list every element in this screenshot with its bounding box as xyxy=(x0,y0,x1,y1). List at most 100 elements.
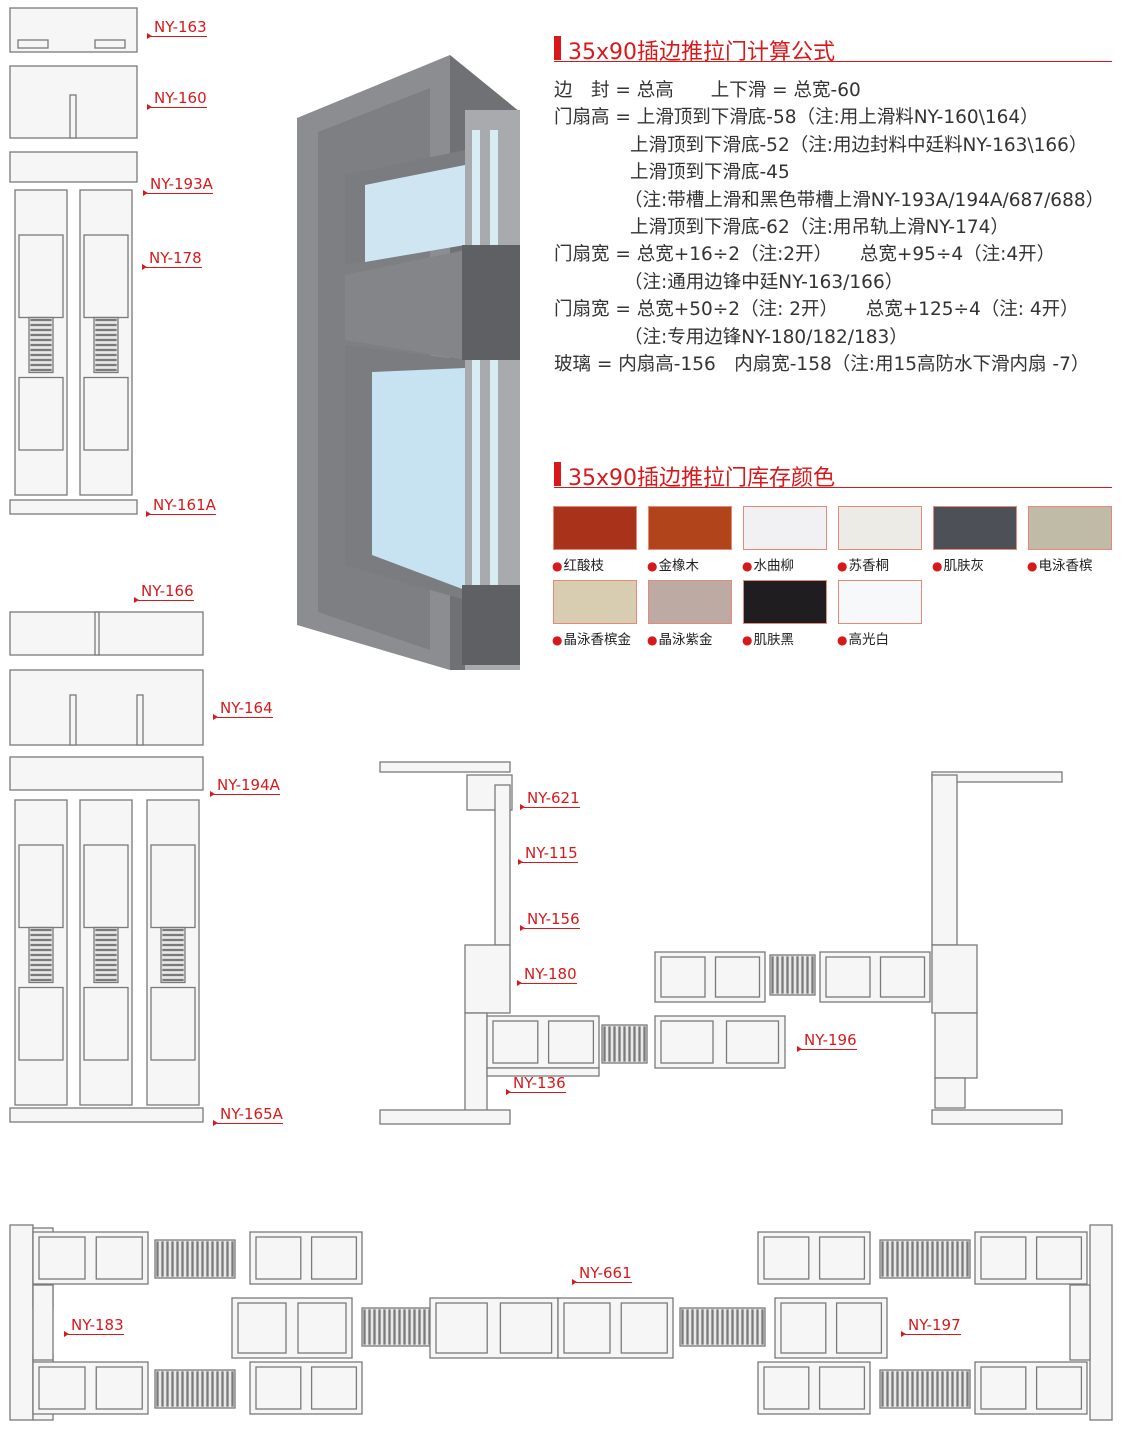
profile-section xyxy=(30,938,52,942)
profile-label: NY-194A xyxy=(210,777,280,797)
profile-section xyxy=(936,1371,939,1407)
profile-section xyxy=(30,933,52,937)
profile-section xyxy=(763,1236,810,1280)
profile-section xyxy=(464,944,511,1014)
profile-label: NY-165A xyxy=(213,1106,283,1126)
profile-section xyxy=(161,1371,164,1407)
profile-section xyxy=(756,1309,759,1345)
profile-section xyxy=(791,956,794,994)
profile-section xyxy=(941,1371,944,1407)
profile-section xyxy=(162,933,184,937)
profile-section xyxy=(926,1241,929,1277)
profile-section xyxy=(95,928,117,932)
profile-section xyxy=(660,956,706,998)
profile-section xyxy=(201,1241,204,1277)
profile-section xyxy=(9,499,138,515)
profile-section xyxy=(196,1241,199,1277)
profile-section xyxy=(95,943,117,947)
profile-section xyxy=(95,328,117,332)
profile-section xyxy=(771,956,774,994)
profile-section xyxy=(162,958,184,962)
profile-label: NY-661 xyxy=(572,1265,632,1285)
profile-section xyxy=(95,1366,143,1410)
profile-section xyxy=(162,973,184,977)
profile-label: NY-180 xyxy=(517,966,577,986)
profile-section xyxy=(818,1236,866,1280)
profile-section xyxy=(297,1302,347,1354)
profile-section xyxy=(706,1309,709,1345)
profile-section xyxy=(30,343,52,347)
profile-section xyxy=(30,958,52,962)
profile-section xyxy=(956,1371,959,1407)
color-swatch-label: 高光白 xyxy=(837,628,889,648)
profile-section xyxy=(95,348,117,352)
profile-section xyxy=(30,318,52,322)
profile-label: NY-115 xyxy=(518,845,578,865)
profile-section xyxy=(464,1012,488,1114)
profile-label: NY-160 xyxy=(147,90,207,110)
profile-section xyxy=(736,1309,739,1345)
profile-section xyxy=(931,1241,934,1277)
profile-section xyxy=(156,1371,159,1407)
profile-section xyxy=(162,938,184,942)
profile-section xyxy=(563,1302,611,1354)
profile-section xyxy=(95,338,117,342)
profile-section xyxy=(206,1371,209,1407)
profile-section xyxy=(916,1241,919,1277)
profile-section xyxy=(916,1371,919,1407)
profile-section xyxy=(255,1366,302,1410)
profile-section xyxy=(30,358,52,362)
profile-section xyxy=(181,1241,184,1277)
formula-line: 边 封 = 总高 上下滑 = 总宽-60 xyxy=(554,80,861,101)
profile-section xyxy=(95,1236,143,1280)
profile-section xyxy=(95,948,117,952)
profile-label: NY-156 xyxy=(520,911,580,931)
profile-section xyxy=(879,1369,971,1409)
profile-section xyxy=(835,1302,883,1354)
profile-section xyxy=(418,1309,421,1345)
profile-section xyxy=(931,1109,1063,1125)
profile-section xyxy=(255,1236,302,1280)
profile-section xyxy=(980,1236,1027,1280)
profile-section xyxy=(9,151,138,183)
profile-section xyxy=(941,1241,944,1277)
profile-section xyxy=(879,1239,971,1279)
profile-section xyxy=(191,1241,194,1277)
color-swatch-label: 电泳香槟 xyxy=(1027,554,1092,574)
profile-section xyxy=(162,968,184,972)
profile-section xyxy=(95,368,117,372)
profile-section xyxy=(886,1241,889,1277)
profile-section xyxy=(716,1309,719,1345)
profile-section xyxy=(237,1302,287,1354)
profile-section xyxy=(162,943,184,947)
color-swatch-label: 肌肤黑 xyxy=(742,628,794,648)
profile-section xyxy=(660,1020,714,1064)
profile-section xyxy=(162,948,184,952)
profile-section xyxy=(413,1309,416,1345)
profile-section xyxy=(18,986,64,1061)
profile-section xyxy=(30,978,52,982)
color-swatch xyxy=(933,506,1017,550)
profile-section xyxy=(83,844,129,929)
profile-section xyxy=(161,1241,164,1277)
profile-section xyxy=(388,1309,391,1345)
color-heading: 35x90插边推拉门库存颜色 xyxy=(554,462,1112,491)
profile-section xyxy=(608,1026,611,1062)
profile-section xyxy=(9,756,204,791)
color-swatch-label: 金橡木 xyxy=(647,554,699,574)
profile-section xyxy=(1089,1224,1113,1421)
profile-section xyxy=(378,1309,381,1345)
profile-section xyxy=(69,694,77,746)
color-swatch-label: 晶泳紫金 xyxy=(647,628,712,648)
profile-section xyxy=(166,1241,169,1277)
profile-section xyxy=(881,1241,884,1277)
profile-section xyxy=(30,328,52,332)
profile-section xyxy=(379,1109,511,1125)
profile-section xyxy=(881,1371,884,1407)
profile-section xyxy=(741,1309,744,1345)
profile-section xyxy=(38,1366,86,1410)
color-swatch xyxy=(553,580,637,624)
profile-section xyxy=(492,1020,539,1064)
profile-section xyxy=(393,1309,396,1345)
